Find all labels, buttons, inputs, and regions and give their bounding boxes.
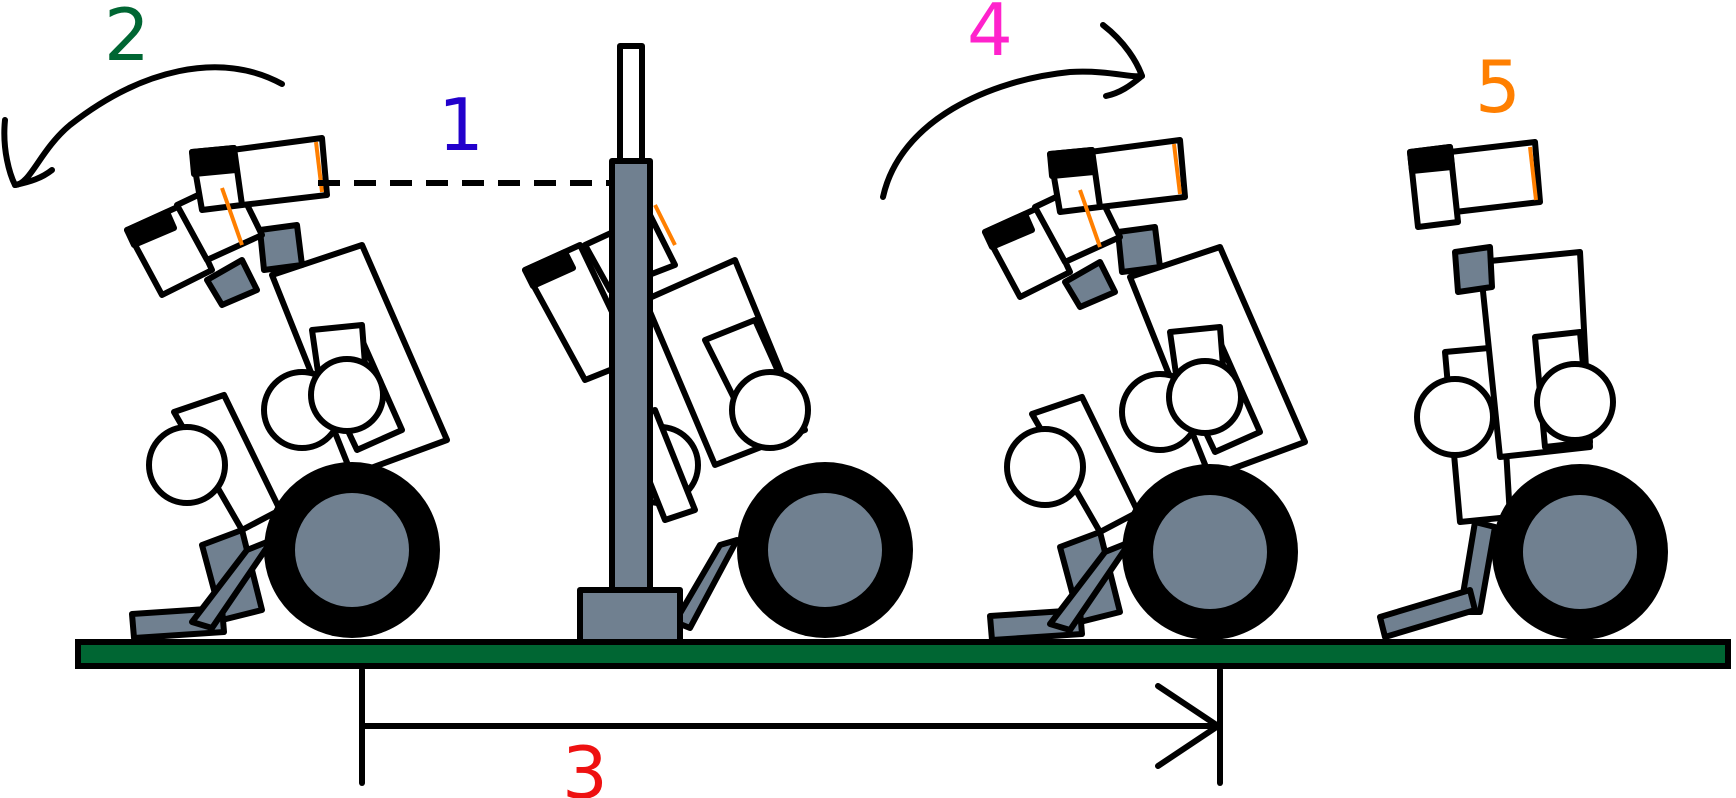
step-label-5: 5 (1475, 45, 1521, 129)
robot-pose-upright-icon (1380, 142, 1668, 640)
rotation-arrow-left-icon (1, 64, 285, 188)
rotation-arrow-right-icon (880, 22, 1145, 200)
robot-pose-pole-icon (522, 204, 913, 638)
step-label-2: 2 (104, 0, 150, 77)
robot-pose-left-icon (127, 138, 447, 638)
step-label-3: 3 (562, 731, 608, 798)
pole-icon (577, 43, 683, 645)
step-label-4: 4 (967, 0, 1013, 72)
step-label-1: 1 (438, 83, 484, 167)
robot-pose-rotating-icon (985, 140, 1305, 640)
ground-plate (75, 639, 1731, 669)
distance-arrow-icon (359, 667, 1223, 786)
